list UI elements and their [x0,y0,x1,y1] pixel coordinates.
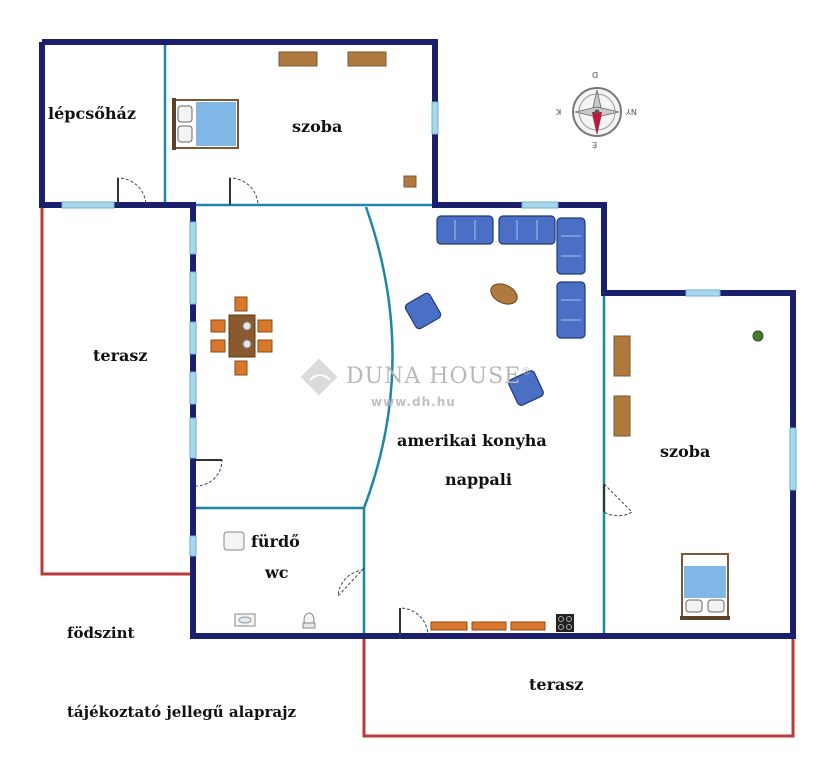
outer-walls [39,39,796,639]
shower-icon [223,531,245,551]
windows [61,101,797,557]
terrace-bottom-outline [362,637,795,738]
door-entrance [399,607,429,637]
floor-level-label: födszint [67,624,135,642]
label-stairwell: lépcsőház [48,104,136,123]
label-room-top: szoba [292,117,343,136]
door-leaves [117,178,605,636]
nightstand [403,175,417,188]
door-room-right [603,483,633,517]
sink-icon [234,613,256,627]
curved-partition [362,206,394,509]
sofa-set [404,215,586,406]
compass-icon [572,87,622,137]
bed-right-room [680,553,730,620]
compass-east: K [556,107,562,116]
label-terrace-left: terasz [93,346,148,365]
duna-house-logo [300,358,338,396]
terrace-outlines [40,207,795,738]
watermark-url: www.dh.hu [371,395,456,409]
label-living: nappali [445,470,512,489]
compass-west: NY [626,107,637,116]
bed-top-room [172,98,239,150]
toilet-icon [302,612,316,629]
terrace-left-outline [40,207,192,576]
disclaimer-label: tájékoztató jellegű alaprajz [67,703,297,721]
watermark-brand: DUNA HOUSE® [346,364,533,389]
door-room-top [229,177,259,206]
label-terrace-bottom: terasz [529,675,584,694]
wardrobes-top [278,51,387,67]
label-kitchen: amerikai konyha [397,431,547,450]
wardrobes-right [613,335,631,437]
plant-icon [752,330,764,342]
label-wc: wc [265,563,289,582]
compass-south: D [592,70,599,79]
label-bathroom: fürdő [251,532,300,551]
coffee-table [490,283,518,305]
label-room-right: szoba [660,442,711,461]
kitchen-counter [430,621,546,631]
sofa-cushion-lines [454,220,581,321]
dining-table [228,314,256,358]
door-wc [337,567,365,598]
door-stairwell [117,177,147,206]
dining-chairs [210,296,273,376]
door-dining [195,459,223,487]
compass-north: É [592,140,598,149]
stove-icon [556,614,574,632]
